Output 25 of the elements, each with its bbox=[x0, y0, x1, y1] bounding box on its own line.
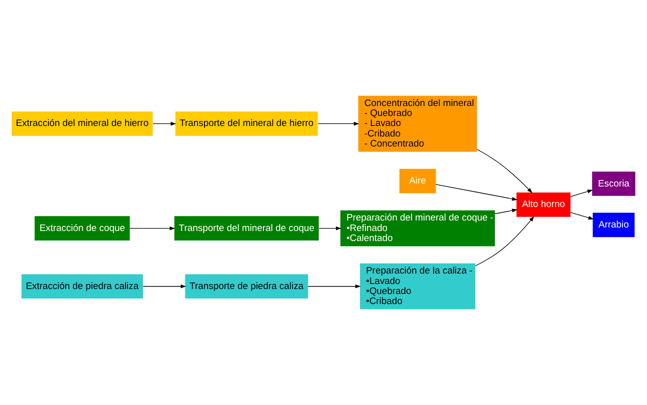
node-box: Transporte del mineral de hierro bbox=[175, 112, 318, 136]
node-box: Arrabio bbox=[592, 212, 635, 238]
arrow bbox=[570, 212, 594, 220]
node-box: Transporte de piedra caliza bbox=[185, 274, 308, 298]
arrow bbox=[130, 226, 176, 230]
node-box: Aire bbox=[399, 168, 436, 194]
arrow bbox=[318, 122, 360, 126]
node-box: Concentración del mineral - Quebrado - Lavado -Cribado - Concentrado bbox=[358, 96, 478, 152]
node-box: Escoria bbox=[592, 172, 636, 196]
node-box: Extracción de piedra caliza bbox=[22, 274, 143, 298]
node-box: Extracción de coque bbox=[34, 216, 130, 240]
node-box: Extracción del mineral de hierro bbox=[12, 112, 153, 136]
node-box: Transporte del mineral de coque bbox=[174, 216, 319, 240]
node-box: Preparación del mineral de coque - •Refinado •Calentado bbox=[340, 210, 495, 246]
arrow bbox=[142, 284, 186, 288]
node-box: Preparación de la caliza - •Lavado •Quebrado •Cribado bbox=[360, 263, 476, 310]
node-box: Alto horno bbox=[516, 192, 570, 217]
arrow bbox=[436, 184, 518, 201]
arrow bbox=[494, 208, 518, 214]
arrow bbox=[308, 284, 361, 288]
arrow bbox=[570, 190, 593, 197]
arrow bbox=[318, 226, 342, 230]
arrow bbox=[152, 122, 176, 126]
arrow bbox=[475, 216, 534, 266]
arrow bbox=[476, 149, 532, 194]
